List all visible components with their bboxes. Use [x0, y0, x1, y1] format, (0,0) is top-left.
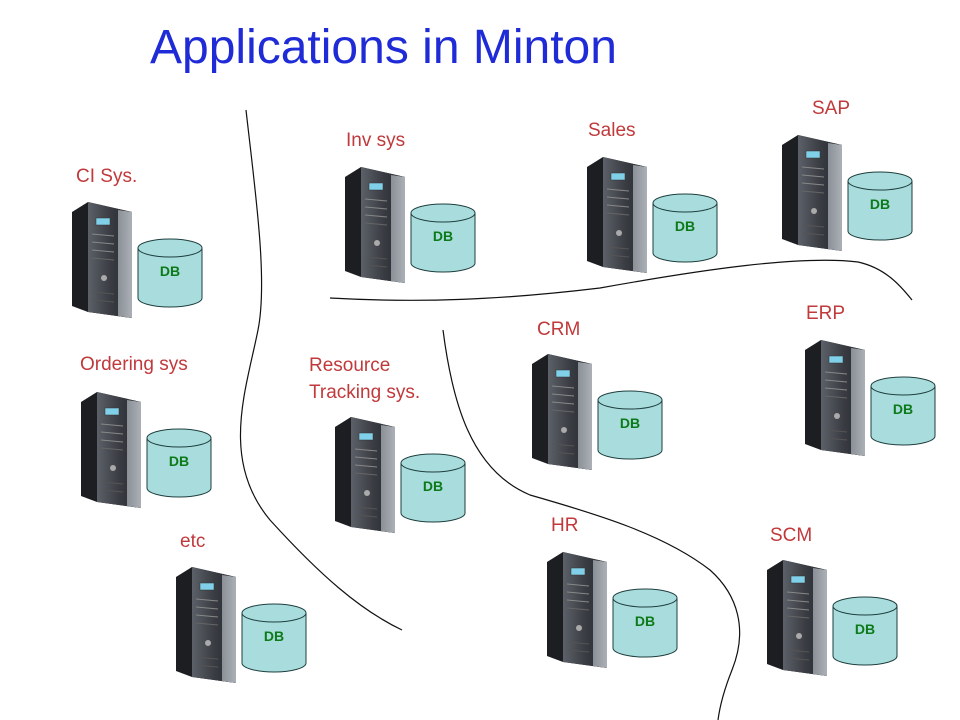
server-tower-icon	[176, 567, 236, 683]
label-resource-tracking-sys: Resource Tracking sys.	[309, 355, 421, 403]
label-etc: etc	[180, 531, 206, 552]
server-tower-icon	[72, 202, 132, 318]
server-tower-icon	[81, 392, 141, 508]
database-icon	[146, 428, 212, 498]
server-ci-sys: DB	[70, 200, 205, 320]
server-tower-icon	[532, 354, 592, 470]
label-inv-sys: Inv sys	[346, 130, 406, 151]
database-icon	[870, 376, 936, 446]
label-sap: SAP	[812, 98, 851, 119]
label-erp: ERP	[806, 303, 846, 324]
db-label: DB	[263, 628, 285, 644]
db-label: DB	[159, 263, 181, 279]
db-label: DB	[674, 218, 696, 234]
db-label: DB	[432, 228, 454, 244]
server-ordering-sys: DB	[79, 390, 214, 510]
server-tower-icon	[767, 560, 827, 676]
page-title: Applications in Minton	[150, 21, 617, 74]
database-icon	[400, 453, 466, 523]
label-sales: Sales	[588, 120, 636, 141]
server-tower-icon	[547, 552, 607, 668]
label-hr: HR	[551, 515, 579, 536]
server-crm: DB	[530, 352, 665, 472]
database-icon	[847, 171, 913, 241]
database-icon	[410, 203, 476, 273]
boundary-line-top	[329, 259, 913, 301]
boundary-line-left	[239, 109, 403, 631]
server-sales: DB	[585, 155, 720, 275]
server-inv-sys: DB	[343, 165, 478, 285]
database-icon	[137, 238, 203, 308]
database-icon	[652, 193, 718, 263]
server-scm: DB	[765, 558, 900, 678]
database-icon	[832, 596, 898, 666]
database-icon	[612, 588, 678, 658]
label-crm: CRM	[537, 319, 581, 340]
server-sap: DB	[780, 133, 915, 253]
db-label: DB	[619, 415, 641, 431]
server-etc: DB	[174, 565, 309, 685]
server-tower-icon	[805, 340, 865, 456]
db-label: DB	[892, 401, 914, 417]
server-tower-icon	[345, 167, 405, 283]
server-tower-icon	[587, 157, 647, 273]
db-label: DB	[422, 478, 444, 494]
server-resource-tracking-sys: DB	[333, 415, 468, 535]
server-tower-icon	[335, 417, 395, 533]
server-hr: DB	[545, 550, 680, 670]
database-icon	[241, 603, 307, 673]
db-label: DB	[854, 621, 876, 637]
server-tower-icon	[782, 135, 842, 251]
server-erp: DB	[803, 338, 938, 458]
db-label: DB	[634, 613, 656, 629]
db-label: DB	[869, 196, 891, 212]
boundary-line-middle	[442, 329, 741, 720]
label-ci-sys: CI Sys.	[76, 166, 138, 187]
label-scm: SCM	[770, 525, 813, 546]
db-label: DB	[168, 453, 190, 469]
database-icon	[597, 390, 663, 460]
label-ordering-sys: Ordering sys	[80, 354, 188, 375]
